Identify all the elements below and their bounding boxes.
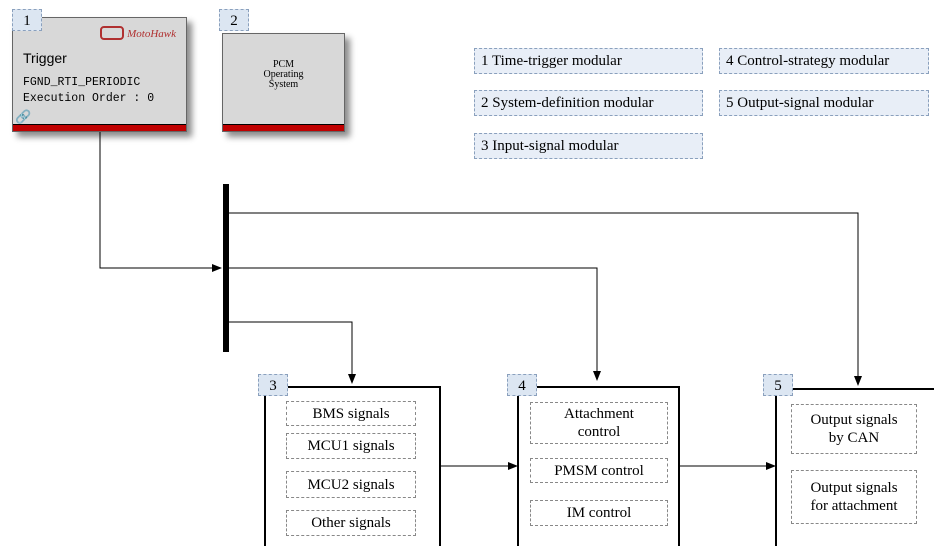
attachment-control-cell: Attachment control: [530, 402, 668, 444]
output-signal-module[interactable]: Output signals by CAN Output signals for…: [775, 388, 934, 546]
pcm-operating-system-block[interactable]: PCM Operating System: [222, 33, 345, 132]
trigger-number-tag: 1: [12, 9, 42, 31]
mcu2-signals-cell: MCU2 signals: [286, 471, 416, 498]
signal-bus-bar: [223, 184, 229, 352]
motohawk-logo: MotoHawk: [127, 28, 176, 40]
im-control-cell: IM control: [530, 500, 668, 526]
bms-signals-cell: BMS signals: [286, 401, 416, 426]
legend-item-4: 4 Control-strategy modular: [719, 48, 929, 74]
bus-to-output-wire: [229, 212, 862, 386]
bus-to-input-wire: [229, 321, 356, 384]
control-module-number-tag: 4: [507, 374, 537, 396]
legend-item-3: 3 Input-signal modular: [474, 133, 703, 159]
legend-item-5: 5 Output-signal modular: [719, 90, 929, 116]
input-signal-module[interactable]: BMS signals MCU1 signals MCU2 signals Ot…: [264, 386, 441, 546]
other-signals-cell: Other signals: [286, 510, 416, 536]
output-signals-attachment-cell: Output signals for attachment: [791, 470, 917, 524]
mcu1-signals-cell: MCU1 signals: [286, 433, 416, 459]
pmsm-control-cell: PMSM control: [530, 458, 668, 483]
output-signals-can-cell: Output signals by CAN: [791, 404, 917, 454]
pcm-number-tag: 2: [219, 9, 249, 31]
bus-to-control-wire: [229, 267, 601, 381]
motohawk-logo-icon: [100, 26, 124, 40]
trigger-function-name: FGND_RTI_PERIODIC: [23, 76, 141, 89]
legend-item-1: 1 Time-trigger modular: [474, 48, 703, 74]
trigger-to-bus-wire: [99, 132, 222, 272]
trigger-block[interactable]: MotoHawk Trigger FGND_RTI_PERIODIC Execu…: [12, 17, 187, 132]
trigger-red-bar: [13, 124, 186, 131]
link-icon: 🔗: [15, 109, 32, 124]
trigger-execution-order: Execution Order : 0: [23, 92, 155, 105]
pcm-red-bar: [223, 124, 344, 131]
input-module-number-tag: 3: [258, 374, 288, 396]
legend-item-2: 2 System-definition modular: [474, 90, 703, 116]
output-module-number-tag: 5: [763, 374, 793, 396]
pcm-label: PCM Operating System: [263, 59, 304, 90]
control-strategy-module[interactable]: Attachment control PMSM control IM contr…: [517, 386, 680, 546]
trigger-title: Trigger: [23, 50, 67, 66]
